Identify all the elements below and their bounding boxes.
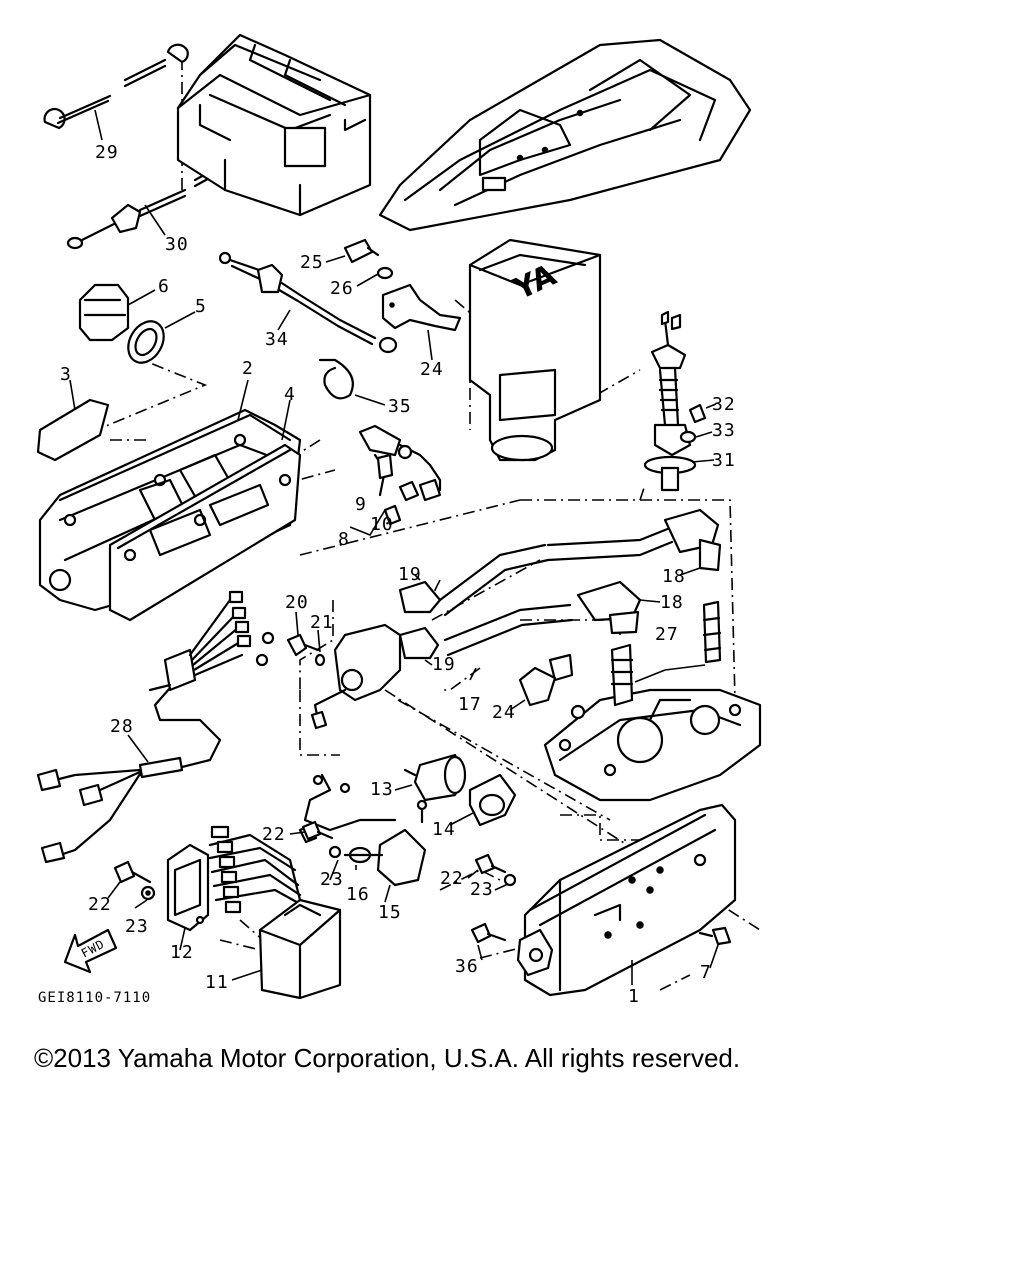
callout-3: 3: [60, 364, 72, 385]
callout-24-upper: 24: [420, 359, 444, 380]
callout-26: 26: [330, 278, 354, 299]
callout-5: 5: [195, 296, 207, 317]
callout-32: 32: [712, 394, 736, 415]
cable-34-and-bracket: [218, 238, 462, 354]
callout-10: 10: [370, 514, 394, 535]
callout-8: 8: [338, 529, 350, 550]
callout-15: 15: [378, 902, 402, 923]
callout-36: 36: [455, 956, 479, 977]
callout-leaders: [69, 255, 719, 985]
callout-14: 14: [432, 819, 456, 840]
callout-24-lower: 24: [492, 702, 516, 723]
manifold-1: [516, 803, 737, 997]
callout-18-upper: 18: [662, 566, 686, 587]
callout-labels: 29 30 25 26 6 5 34 24 3 2 4 35 32 33 31 …: [60, 142, 736, 1007]
callout-2: 2: [242, 358, 254, 379]
callout-4: 4: [284, 384, 296, 405]
callout-9: 9: [355, 494, 367, 515]
sensor-31: [643, 310, 717, 492]
cylinder-head: [518, 600, 762, 802]
callout-6: 6: [158, 276, 170, 297]
water-hoses: [398, 508, 722, 666]
callout-33: 33: [712, 420, 736, 441]
callout-19-upper: 19: [398, 564, 422, 585]
callout-22-mid: 22: [262, 824, 286, 845]
callout-23-mid: 23: [320, 869, 344, 890]
callout-29: 29: [95, 142, 119, 163]
intake-housing: YA: [468, 238, 602, 462]
callout-22-right: 22: [440, 868, 464, 889]
callout-20: 20: [285, 592, 309, 613]
solenoid-13: [303, 753, 517, 832]
fwd-arrow: FWD: [63, 928, 118, 974]
callout-27: 27: [655, 624, 679, 645]
callout-12: 12: [170, 942, 194, 963]
callout-34: 34: [265, 329, 289, 350]
callout-23-right: 23: [470, 879, 494, 900]
callout-35: 35: [388, 396, 412, 417]
battery-box: [176, 33, 372, 217]
callout-13: 13: [370, 779, 394, 800]
callout-22-left: 22: [88, 894, 112, 915]
fasteners: [113, 820, 732, 946]
cdi-unit-11: [166, 825, 342, 1000]
callout-1: 1: [628, 986, 640, 1007]
callout-21: 21: [310, 612, 334, 633]
callout-7: 7: [700, 962, 712, 983]
callout-19-lower: 19: [432, 654, 456, 675]
cover-assembly: [36, 398, 302, 622]
wire-harness-28: [36, 590, 275, 864]
callout-11: 11: [205, 972, 229, 993]
hull-deck: [378, 38, 752, 232]
battery-cable-29: [43, 43, 189, 141]
callout-16: 16: [346, 884, 370, 905]
callout-28: 28: [110, 716, 134, 737]
lead-assembly-8: [349, 424, 442, 536]
drawing-code: GEI8110-7110: [38, 990, 151, 1006]
ignition-coil: [286, 623, 402, 730]
callout-31: 31: [712, 450, 736, 471]
callout-25: 25: [300, 252, 324, 273]
clamp-35: [318, 358, 386, 406]
copyright-notice: ©2013 Yamaha Motor Corporation, U.S.A. A…: [34, 1043, 741, 1073]
callout-17: 17: [458, 694, 482, 715]
cap-and-oring: [78, 283, 165, 364]
callout-30: 30: [165, 234, 189, 255]
callout-23-left: 23: [125, 916, 149, 937]
callout-18-lower: 18: [660, 592, 684, 613]
exploded-parts-diagram: YA: [36, 33, 762, 1007]
